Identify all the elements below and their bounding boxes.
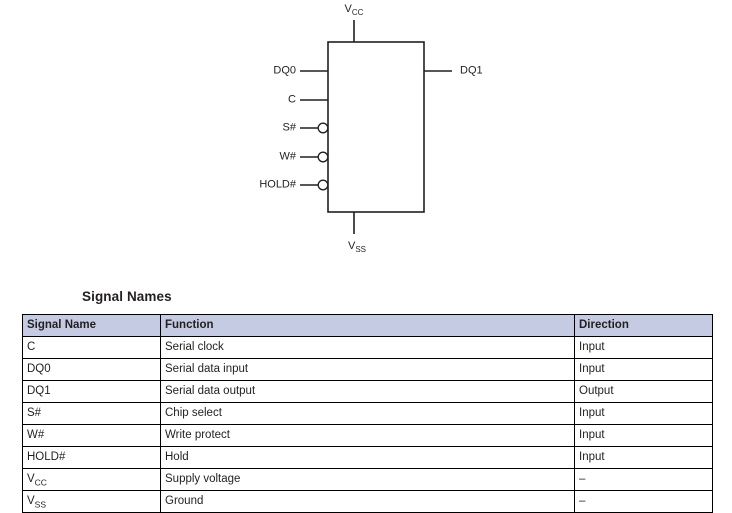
- signal-name-text: S#: [27, 407, 42, 419]
- pin-label-hold: HOLD#: [259, 178, 296, 191]
- column-header-signal-name: Signal Name: [22, 314, 161, 337]
- cell-signal-name: C: [22, 336, 161, 359]
- cell-direction: Input: [574, 424, 713, 447]
- cell-direction: Input: [574, 336, 713, 359]
- cell-signal-name: VCC: [22, 468, 161, 491]
- signal-name-text: W#: [27, 429, 45, 441]
- cell-function: Serial clock: [160, 336, 575, 359]
- signal-name-text: DQ1: [27, 385, 51, 397]
- pin-label-c: C: [288, 93, 296, 106]
- inversion-bubble-hold-icon: [317, 179, 329, 191]
- vcc-label-text: V: [344, 3, 352, 15]
- signal-name-subscript: CC: [34, 477, 47, 488]
- signal-name-text: C: [27, 341, 36, 353]
- cell-function: Serial data input: [160, 358, 575, 381]
- cell-function: Supply voltage: [160, 468, 575, 491]
- cell-signal-name: DQ0: [22, 358, 161, 381]
- pin-label-dq0: DQ0: [273, 64, 296, 77]
- vcc-label: VCC: [344, 3, 364, 18]
- cell-direction: –: [574, 468, 713, 491]
- cell-direction: Input: [574, 446, 713, 469]
- inversion-bubble-w-icon: [317, 151, 329, 163]
- cell-function: Chip select: [160, 402, 575, 425]
- signal-names-table-container: Signal Name Function Direction C Serial c…: [22, 314, 713, 513]
- block-diagram-svg: [300, 20, 452, 234]
- cell-function: Hold: [160, 446, 575, 469]
- pin-label-w: W#: [279, 150, 297, 163]
- cell-signal-name: HOLD#: [22, 446, 161, 469]
- inversion-bubble-s-icon: [317, 122, 329, 134]
- cell-direction: Input: [574, 358, 713, 381]
- cell-signal-name: DQ1: [22, 380, 161, 403]
- cell-direction: Output: [574, 380, 713, 403]
- column-header-function: Function: [160, 314, 575, 337]
- table-header: Signal Name Function Direction: [22, 314, 713, 337]
- vss-label-text: V: [347, 240, 356, 252]
- page-title: Signal Names: [82, 289, 172, 304]
- table-header-row: Signal Name Function Direction: [22, 314, 713, 337]
- cell-function: Write protect: [160, 424, 575, 447]
- vss-label: VSS: [347, 240, 367, 255]
- signal-name-text: V: [27, 473, 35, 485]
- pin-label-dq1: DQ1: [460, 64, 483, 77]
- cell-function: Serial data output: [160, 380, 575, 403]
- signal-name-text: V: [27, 495, 35, 507]
- signal-name-text: DQ0: [27, 363, 51, 375]
- cell-signal-name: W#: [22, 424, 161, 447]
- pin-label-s: S#: [282, 121, 296, 134]
- chip-body-rect: [327, 41, 425, 213]
- vss-label-sub: SS: [355, 245, 367, 255]
- block-diagram: VCC VSS DQ0 C S# W# HOLD# DQ1: [259, 3, 483, 255]
- signal-names-table: Signal Name Function Direction C Serial c…: [22, 314, 713, 513]
- vcc-label-sub: CC: [351, 8, 364, 18]
- column-header-direction: Direction: [574, 314, 713, 337]
- cell-direction: Input: [574, 402, 713, 425]
- cell-signal-name: S#: [22, 402, 161, 425]
- signal-name-subscript: SS: [34, 499, 47, 510]
- signal-name-text: HOLD#: [27, 451, 66, 463]
